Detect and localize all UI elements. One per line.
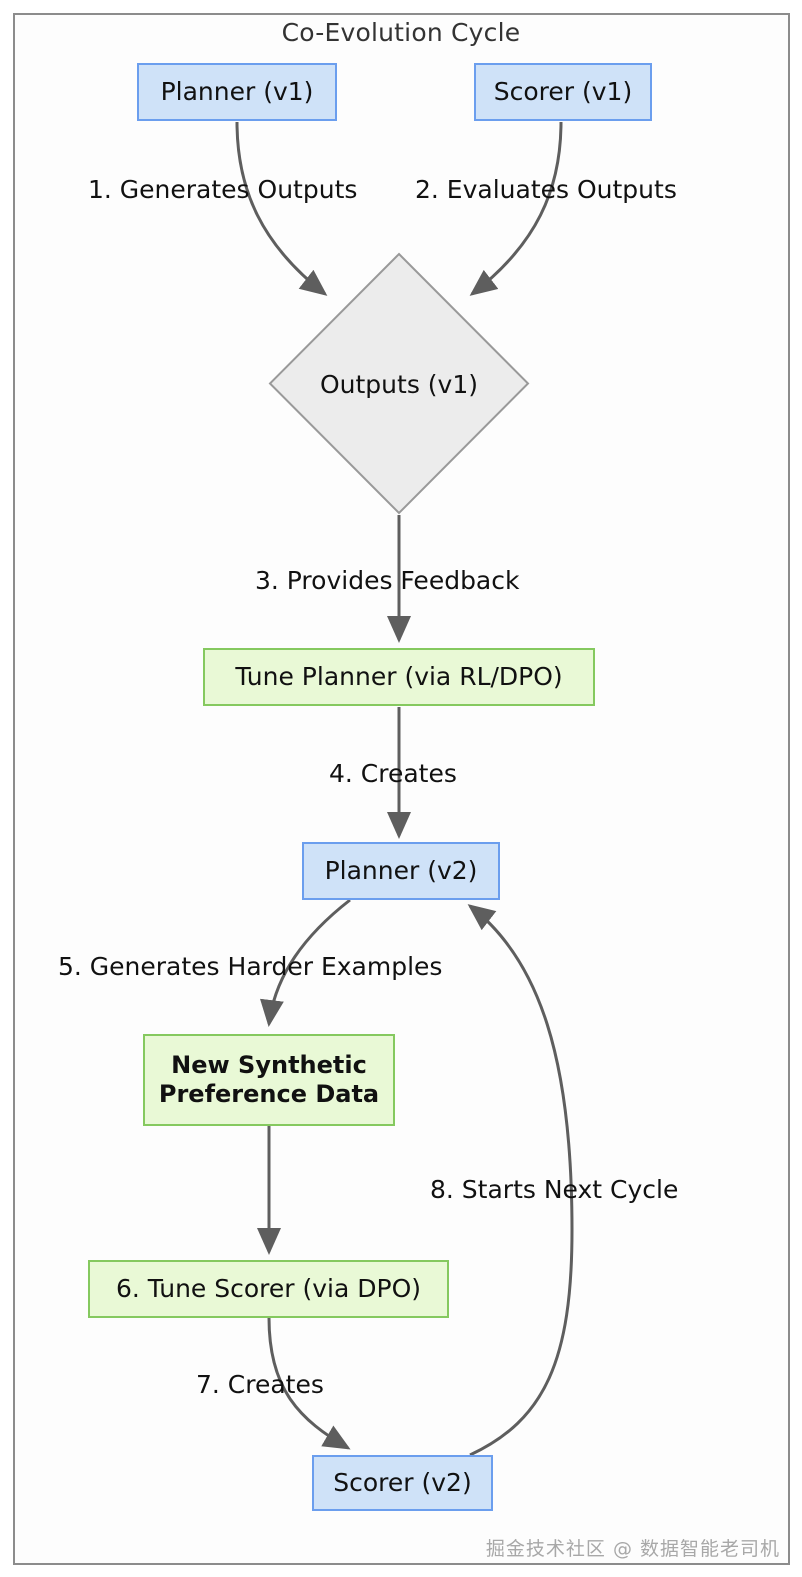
edge-label-3-provides-feedback: 3. Provides Feedback <box>255 566 520 595</box>
diagram-title: Co-Evolution Cycle <box>281 18 521 47</box>
node-tune-planner[interactable]: Tune Planner (via RL/DPO) <box>203 648 595 706</box>
edge-label-2-evaluates-outputs: 2. Evaluates Outputs <box>415 175 677 204</box>
node-planner-v1-label: Planner (v1) <box>160 77 314 106</box>
node-tune-scorer[interactable]: 6. Tune Scorer (via DPO) <box>88 1260 449 1318</box>
edge-label-8-starts-next-cycle: 8. Starts Next Cycle <box>430 1175 679 1204</box>
node-planner-v2-label: Planner (v2) <box>324 856 478 885</box>
watermark: 掘金技术社区 @ 数据智能老司机 <box>485 1538 780 1560</box>
node-scorer-v1-label: Scorer (v1) <box>493 77 633 106</box>
edge-label-7-creates: 7. Creates <box>196 1370 324 1399</box>
node-tune-scorer-label: 6. Tune Scorer (via DPO) <box>115 1274 422 1303</box>
node-scorer-v1[interactable]: Scorer (v1) <box>474 63 652 121</box>
node-scorer-v2-label: Scorer (v2) <box>333 1468 472 1497</box>
diamond-shape <box>268 252 530 515</box>
node-scorer-v2[interactable]: Scorer (v2) <box>312 1455 493 1511</box>
edge-label-1-generates-outputs: 1. Generates Outputs <box>88 175 358 204</box>
node-tune-planner-label: Tune Planner (via RL/DPO) <box>235 662 563 691</box>
node-new-synthetic-preference-data[interactable]: New Synthetic Preference Data <box>143 1034 395 1126</box>
co-evolution-cycle-container <box>13 13 790 1565</box>
edge-label-5-generates-harder-examples: 5. Generates Harder Examples <box>58 952 443 981</box>
node-new-data-label-line1: New Synthetic <box>171 1051 367 1080</box>
node-new-data-label-line2: Preference Data <box>158 1080 380 1108</box>
node-outputs-v1-label: Outputs (v1) <box>319 370 479 399</box>
node-planner-v1[interactable]: Planner (v1) <box>137 63 337 121</box>
node-outputs-v1[interactable]: Outputs (v1) <box>268 252 530 515</box>
node-planner-v2[interactable]: Planner (v2) <box>302 842 500 900</box>
edge-label-4-creates: 4. Creates <box>329 759 457 788</box>
